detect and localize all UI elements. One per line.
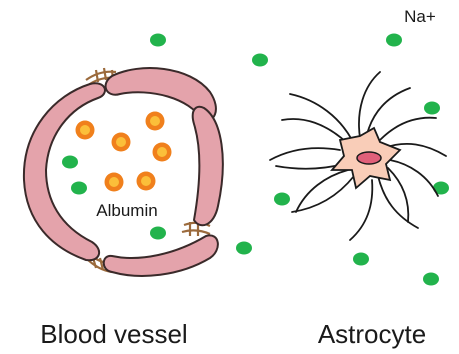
albumin-icon	[137, 172, 156, 191]
sodium-ion-icon	[353, 253, 369, 266]
astrocyte-nucleus	[357, 152, 381, 164]
albumin-icon	[153, 143, 172, 162]
albumin-icon	[146, 112, 165, 131]
sodium-ion-icon	[150, 34, 166, 47]
blood-vessel	[24, 68, 223, 276]
sodium-ion-icon	[423, 273, 439, 286]
endothelial-cell-left	[24, 83, 105, 260]
astrocyte-caption: Astrocyte	[318, 319, 426, 349]
sodium-ion-icon	[71, 182, 87, 195]
sodium-ion-icon	[236, 242, 252, 255]
sodium-ion-icon	[386, 34, 402, 47]
sodium-ion-icon	[424, 102, 440, 115]
albumin-icon	[105, 173, 124, 192]
albumin-icon	[112, 133, 131, 152]
albumin-icon	[76, 121, 95, 140]
albumin-label: Albumin	[96, 201, 157, 220]
blood-vessel-caption: Blood vessel	[40, 319, 187, 349]
sodium-ion-icon	[62, 156, 78, 169]
sodium-ion-icon	[274, 193, 290, 206]
albumin-group	[76, 112, 172, 192]
astrocyte	[270, 72, 446, 240]
sodium-ion-icon	[252, 54, 268, 67]
sodium-label: Na+	[404, 7, 436, 26]
endothelial-cell-bottom	[104, 235, 218, 276]
endothelial-cell-right	[193, 107, 223, 225]
sodium-ion-icon	[150, 227, 166, 240]
